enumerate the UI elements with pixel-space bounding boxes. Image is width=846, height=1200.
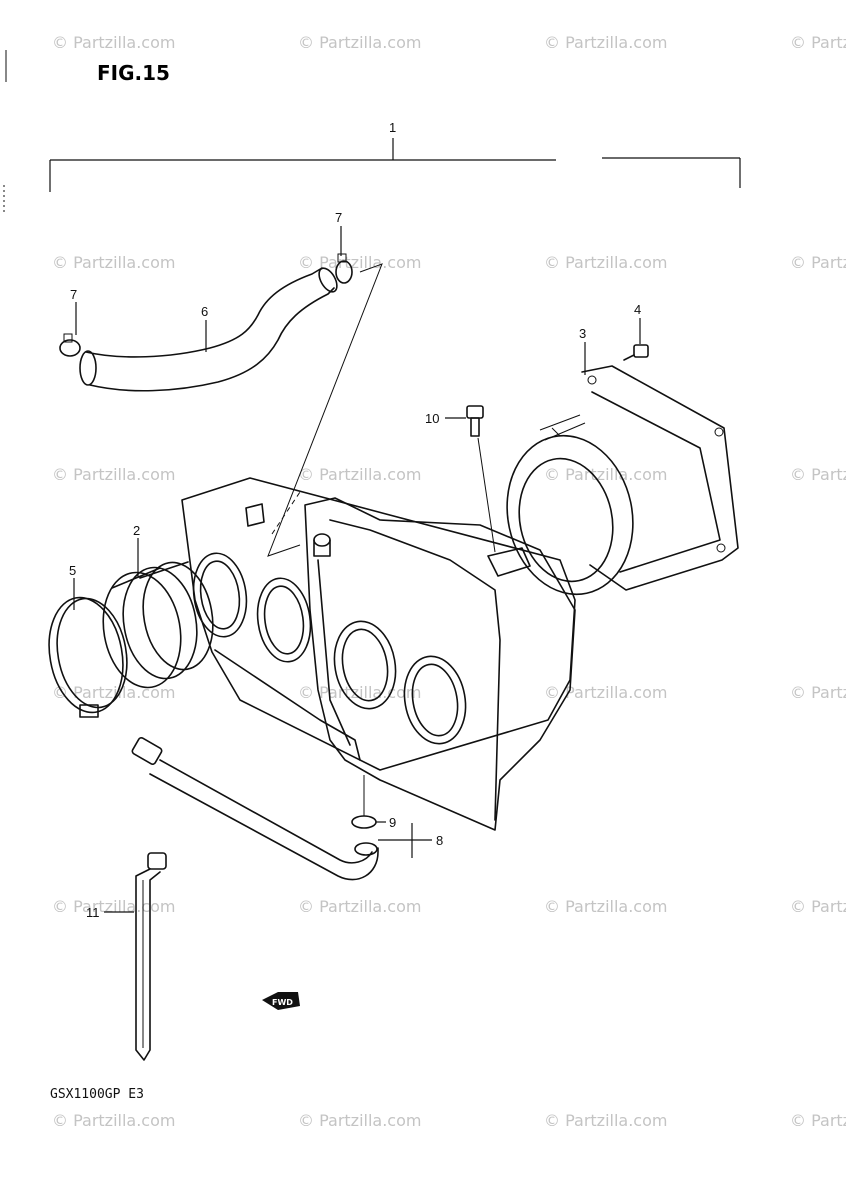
watermark: © Partzilla.com xyxy=(790,33,846,52)
drain-tube-strap xyxy=(135,852,167,1061)
bolt-axis-line xyxy=(477,437,496,553)
watermark: © Partzilla.com xyxy=(52,465,175,484)
watermark: © Partzilla.com xyxy=(790,465,846,484)
assembly-bracket xyxy=(49,138,741,192)
callout-3: 3 xyxy=(579,326,586,341)
watermark: © Partzilla.com xyxy=(298,253,421,272)
watermark: © Partzilla.com xyxy=(298,33,421,52)
case-bolt xyxy=(466,405,484,437)
watermark: © Partzilla.com xyxy=(298,683,421,702)
callout-6: 6 xyxy=(201,304,208,319)
figure-title: FIG.15 xyxy=(97,61,170,85)
filter-screw xyxy=(623,344,649,361)
watermark: © Partzilla.com xyxy=(790,1111,846,1130)
forward-arrow-icon: FWD xyxy=(262,992,300,1010)
watermark: © Partzilla.com xyxy=(790,897,846,916)
fwd-label: FWD xyxy=(272,998,293,1007)
hose-clamp-right xyxy=(335,253,353,284)
breather-hose xyxy=(79,267,338,392)
watermark: © Partzilla.com xyxy=(52,33,175,52)
watermark: © Partzilla.com xyxy=(298,465,421,484)
boot-clamp-band xyxy=(48,596,128,718)
watermark: © Partzilla.com xyxy=(544,33,667,52)
hose-clamp-left xyxy=(59,333,81,357)
drain-clip xyxy=(351,775,377,829)
model-code: GSX1100GP E3 xyxy=(50,1087,144,1102)
watermark: © Partzilla.com xyxy=(298,1111,421,1130)
callout-8: 8 xyxy=(436,833,443,848)
watermark: © Partzilla.com xyxy=(298,897,421,916)
watermark: © Partzilla.com xyxy=(52,1111,175,1130)
callout-9: 9 xyxy=(389,815,396,830)
watermark: © Partzilla.com xyxy=(544,683,667,702)
callout-7-left: 7 xyxy=(70,287,77,302)
watermark: © Partzilla.com xyxy=(52,897,175,916)
callout-10: 10 xyxy=(425,411,439,426)
watermark-layer: © Partzilla.com © Partzilla.com © Partzi… xyxy=(52,33,846,1130)
callout-5: 5 xyxy=(69,563,76,578)
watermark: © Partzilla.com xyxy=(544,465,667,484)
watermark: © Partzilla.com xyxy=(790,253,846,272)
intake-boot xyxy=(102,561,214,689)
watermark: © Partzilla.com xyxy=(544,1111,667,1130)
watermark: © Partzilla.com xyxy=(544,253,667,272)
air-cleaner-case xyxy=(181,477,576,831)
watermark: © Partzilla.com xyxy=(790,683,846,702)
callout-2: 2 xyxy=(133,523,140,538)
callout-4: 4 xyxy=(634,302,641,317)
watermark: © Partzilla.com xyxy=(544,897,667,916)
hidden-path-line xyxy=(271,491,301,535)
watermark: © Partzilla.com xyxy=(52,253,175,272)
callout-1: 1 xyxy=(389,120,396,135)
callout-7-right: 7 xyxy=(335,210,342,225)
callout-11: 11 xyxy=(86,905,100,920)
air-filter-element xyxy=(506,365,739,596)
drain-hose xyxy=(131,737,379,881)
hidden-path-line xyxy=(267,263,383,557)
